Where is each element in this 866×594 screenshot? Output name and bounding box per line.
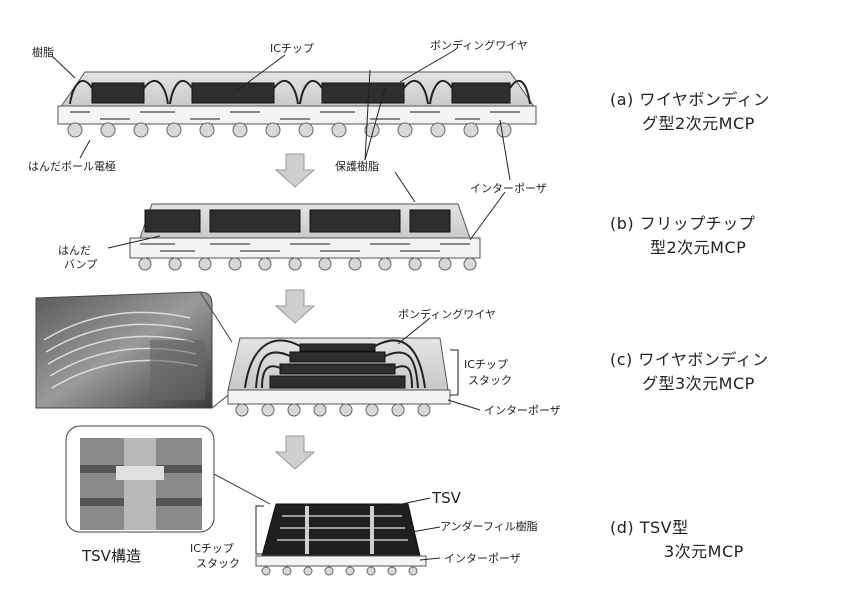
label-solder-bump-1: はんだ (58, 244, 91, 257)
package-d (255, 497, 441, 576)
label-protect-resin: 保護樹脂 (335, 159, 379, 173)
arrow-down-3 (274, 435, 316, 470)
label-tsv: TSV (431, 489, 462, 507)
caption-a-line2: グ型2次元MCP (642, 114, 755, 133)
package-c (227, 317, 481, 417)
label-bonding-wire-c: ボンディングワイヤ (398, 307, 496, 321)
photo-d (65, 425, 215, 533)
photo-c (35, 291, 213, 409)
label-resin: 樹脂 (32, 45, 54, 59)
label-underfill: アンダーフィル樹脂 (440, 519, 538, 533)
label-chip-stack-d-1: ICチップ (190, 542, 234, 555)
leaders-a (51, 49, 511, 181)
label-tsv-structure: TSV構造 (81, 547, 141, 565)
label-interposer-d: インターポーザ (444, 552, 521, 565)
package-b (107, 171, 506, 271)
arrow-down-1 (274, 153, 316, 188)
label-chip-stack-c-2: スタック (468, 374, 512, 387)
label-bonding-wire-a: ボンディングワイヤ (430, 38, 528, 52)
label-interposer-a: インターポーザ (470, 182, 547, 195)
package-a (57, 71, 537, 138)
label-ic-chip: ICチップ (270, 42, 314, 55)
caption-c-line2: グ型3次元MCP (642, 374, 755, 393)
caption-d-line2: 3次元MCP (664, 542, 744, 561)
caption-d-line1: (d) TSV型 (610, 518, 689, 537)
arrow-down-2 (274, 289, 316, 324)
label-chip-stack-d-2: スタック (196, 557, 240, 570)
caption-b-line1: (b) フリップチップ (610, 214, 756, 233)
caption-b-line2: 型2次元MCP (650, 238, 747, 257)
caption-a-line1: (a) ワイヤボンディン (610, 90, 770, 109)
label-solder-ball: はんだボール電極 (28, 159, 116, 173)
caption-c-line1: (c) ワイヤボンディン (610, 350, 769, 369)
label-solder-bump-2: バンプ (64, 258, 97, 271)
label-interposer-c: インターポーザ (484, 404, 561, 417)
label-chip-stack-c-1: ICチップ (464, 358, 508, 371)
